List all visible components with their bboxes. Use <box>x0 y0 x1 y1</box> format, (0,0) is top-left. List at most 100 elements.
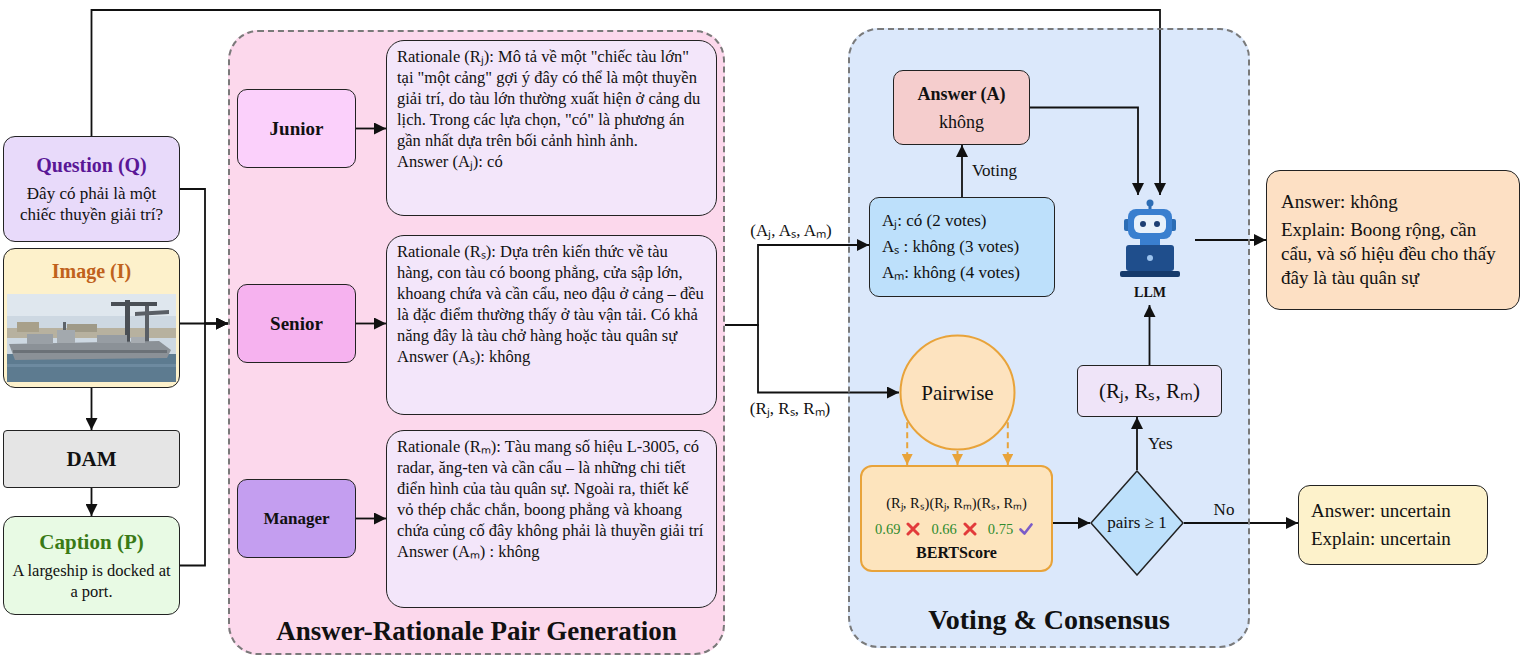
svg-rect <box>57 330 75 343</box>
llm-node: LLM <box>1105 195 1195 305</box>
input-box: Question (Q)Đây có phải là một chiếc thu… <box>3 136 180 242</box>
connector-line <box>1184 522 1298 524</box>
connector-line <box>961 145 963 197</box>
connector-line <box>725 325 899 393</box>
svg-rect <box>1120 271 1180 277</box>
rationale-set-box: (Rⱼ, Rₛ, Rₘ) <box>1077 365 1222 417</box>
stage-panel: Answer-Rationale Pair GenerationJuniorRa… <box>228 30 725 655</box>
svg-path <box>965 524 975 534</box>
box-title: BERTScore <box>916 543 997 563</box>
svg-circle <box>1154 221 1160 227</box>
node-text: Rationale (Rⱼ): Mô tả về một "chiếc tàu … <box>397 46 706 151</box>
node-text: Answer (A) <box>917 83 1005 105</box>
node-text: (Rⱼ, Rₛ, Rₘ) <box>1099 379 1200 403</box>
connector-line <box>1136 417 1138 470</box>
connector-line <box>356 323 386 325</box>
node-text: Rationale (Rₘ): Tàu mang số hiệu L-3005,… <box>397 436 706 541</box>
circle-shape <box>901 336 1015 450</box>
score-value: 0.69 <box>875 519 900 539</box>
reject-cross <box>963 522 977 536</box>
dashed-arrow <box>906 422 908 465</box>
connector-line <box>180 189 228 324</box>
node-text: DAM <box>66 447 116 471</box>
svg-rect <box>1134 215 1166 233</box>
svg-rect <box>228 30 725 655</box>
node-text: Answer (Aₘ) : không <box>397 541 706 562</box>
node-text: Explain: uncertain <box>1311 527 1475 551</box>
connector-line <box>356 518 386 520</box>
edge-label: Yes <box>1145 434 1176 454</box>
dashed-arrow <box>957 451 959 465</box>
svg-rect <box>848 28 1250 648</box>
node-text: Senior <box>270 313 323 335</box>
agent-box: Senior <box>237 284 356 363</box>
agent-box: Manager <box>237 479 356 558</box>
edge-label: Voting <box>969 161 1020 181</box>
diamond-shape <box>1091 471 1183 575</box>
svg-circle <box>1147 200 1154 207</box>
svg-rect <box>97 335 127 343</box>
edge-label: (Aⱼ, Aₛ, Aₘ) <box>747 221 834 241</box>
rationale-box: Rationale (Rₛ): Dựa trên kiến thức về tà… <box>386 235 717 415</box>
connector-line <box>1030 108 1138 196</box>
ship-photo <box>7 294 176 382</box>
node-text: pairs ≥ 1 <box>1107 513 1166 533</box>
svg-path <box>908 524 918 534</box>
reject-cross <box>906 522 920 536</box>
decision-diamond: pairs ≥ 1 <box>1090 470 1184 576</box>
node-text: Aⱼ: có (2 votes) <box>882 208 1042 234</box>
node-text: Caption (P) <box>39 530 143 554</box>
connector-line <box>91 488 93 516</box>
svg-rect <box>63 322 66 330</box>
node-text: Answer: uncertain <box>1311 499 1475 523</box>
node-text: Aₛ : không (3 votes) <box>882 234 1042 260</box>
svg-rect <box>7 294 176 382</box>
pair-list: (Rⱼ, Rₛ)(Rⱼ, Rₘ)(Rₛ, Rₘ) <box>886 493 1027 513</box>
robot-icon <box>1118 199 1182 279</box>
svg-rect <box>17 322 39 332</box>
svg-path <box>1021 525 1032 534</box>
node-text: Manager <box>263 508 329 530</box>
edge-label: (Rⱼ, Rₛ, Rₘ) <box>747 399 833 419</box>
bertscore-box: (Rⱼ, Rₛ)(Rⱼ, Rₘ)(Rₛ, Rₘ) 0.69 0.66 0.75BERT… <box>860 465 1053 572</box>
svg-rect <box>131 337 145 343</box>
node-text: Explain: Boong rộng, cần cẩu, và số hiệu… <box>1281 218 1505 290</box>
dashed-arrow <box>1007 422 1009 465</box>
rationale-box: Rationale (Rₘ): Tàu mang số hiệu L-3005,… <box>386 430 717 608</box>
accept-check <box>1019 522 1033 536</box>
svg-circle <box>1140 221 1146 227</box>
svg-path <box>111 302 157 306</box>
node-text: không <box>939 111 984 133</box>
agent-box: Junior <box>237 89 356 168</box>
votes-box: Aⱼ: có (2 votes)Aₛ : không (3 votes)Aₘ: … <box>869 197 1055 297</box>
node-text: Junior <box>270 118 324 140</box>
node-text: LLM <box>1134 285 1166 301</box>
svg-path <box>135 310 169 316</box>
node-text: Image (I) <box>52 259 131 283</box>
node-text: Pairwise <box>921 381 993 405</box>
input-box: Caption (P) A largeship is docked at a po… <box>3 516 180 615</box>
input-box: Image (I) <box>3 248 180 388</box>
node-text: A largeship is docked at a port. <box>10 560 173 602</box>
svg-rect <box>7 294 176 316</box>
node-text: Voting & Consensus <box>928 604 1170 636</box>
process-box: DAM <box>3 430 180 488</box>
edge-label: No <box>1211 500 1238 520</box>
pairwise-circle: Pairwise <box>899 334 1016 451</box>
score-value: 0.75 <box>988 519 1013 539</box>
connector-line <box>1195 239 1266 241</box>
output-box: Answer: khôngExplain: Boong rộng, cần cẩ… <box>1266 170 1520 310</box>
svg-rect <box>1126 245 1174 271</box>
svg-rect <box>7 364 176 367</box>
connector-line <box>356 128 386 130</box>
svg-rect <box>13 350 167 353</box>
node-text: Answer-Rationale Pair Generation <box>276 615 676 647</box>
node-text: Aₘ: không (4 votes) <box>882 260 1042 286</box>
node-text: Rationale (Rₛ): Dựa trên kiến thức về tà… <box>397 241 706 346</box>
score-value: 0.66 <box>931 519 956 539</box>
connector-line <box>1053 522 1090 524</box>
connector-line <box>91 388 93 430</box>
connector-line <box>1149 305 1151 365</box>
score-row: 0.69 0.66 0.75 <box>866 519 1047 539</box>
